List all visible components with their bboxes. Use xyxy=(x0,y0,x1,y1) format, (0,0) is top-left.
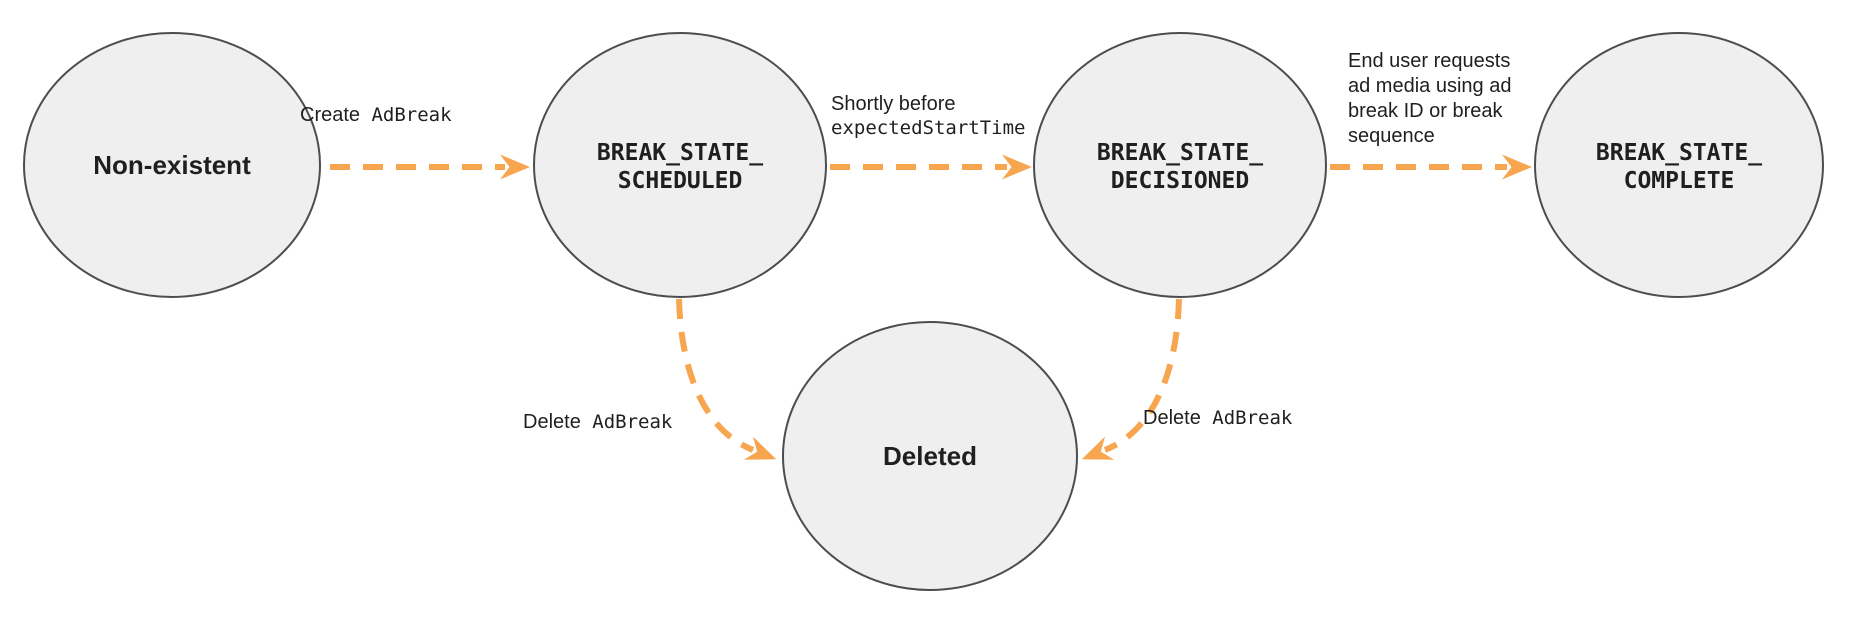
state-label-scheduled-line1: BREAK_STATE_ xyxy=(597,140,763,166)
transition-label-delete-adbreak-left: Delete AdBreak xyxy=(523,411,673,433)
transition-label-end-user-line3: break ID or break xyxy=(1348,100,1504,122)
transition-arrow-delete-adbreak-left xyxy=(676,298,777,460)
transition-label-delete-adbreak-right: Delete AdBreak xyxy=(1143,407,1293,429)
transition-label-create-adbreak: Create AdBreak xyxy=(300,104,452,126)
transition-label-end-user-line4: sequence xyxy=(1348,125,1435,147)
state-node-break-state-scheduled xyxy=(533,32,827,298)
state-label-decisioned-line1: BREAK_STATE_ xyxy=(1097,140,1263,166)
transition-label-end-user-line1: End user requests xyxy=(1348,50,1510,72)
state-node-break-state-decisioned xyxy=(1033,32,1327,298)
transition-label-delete-left-code: AdBreak xyxy=(592,411,673,433)
transition-label-create-code: AdBreak xyxy=(371,104,452,126)
state-label-deleted: Deleted xyxy=(883,441,977,471)
transition-label-shortly-before-line2: expectedStartTime xyxy=(831,117,1025,139)
state-label-decisioned-line2: DECISIONED xyxy=(1111,168,1249,194)
transition-label-shortly-before-line1: Shortly before xyxy=(831,93,956,115)
state-label-non-existent: Non-existent xyxy=(93,150,251,180)
transition-label-delete-left-plain: Delete xyxy=(523,411,581,433)
transition-label-create-plain: Create xyxy=(300,104,360,126)
state-node-deleted xyxy=(782,321,1078,591)
transition-label-delete-right-plain: Delete xyxy=(1143,407,1201,429)
transition-label-end-user-line2: ad media using ad xyxy=(1348,75,1511,97)
state-node-non-existent xyxy=(23,32,321,298)
state-label-scheduled-line2: SCHEDULED xyxy=(618,168,743,194)
state-label-complete-line2: COMPLETE xyxy=(1624,168,1735,194)
state-label-complete-line1: BREAK_STATE_ xyxy=(1596,140,1762,166)
transition-label-delete-right-code: AdBreak xyxy=(1212,407,1293,429)
state-node-break-state-complete xyxy=(1534,32,1824,298)
